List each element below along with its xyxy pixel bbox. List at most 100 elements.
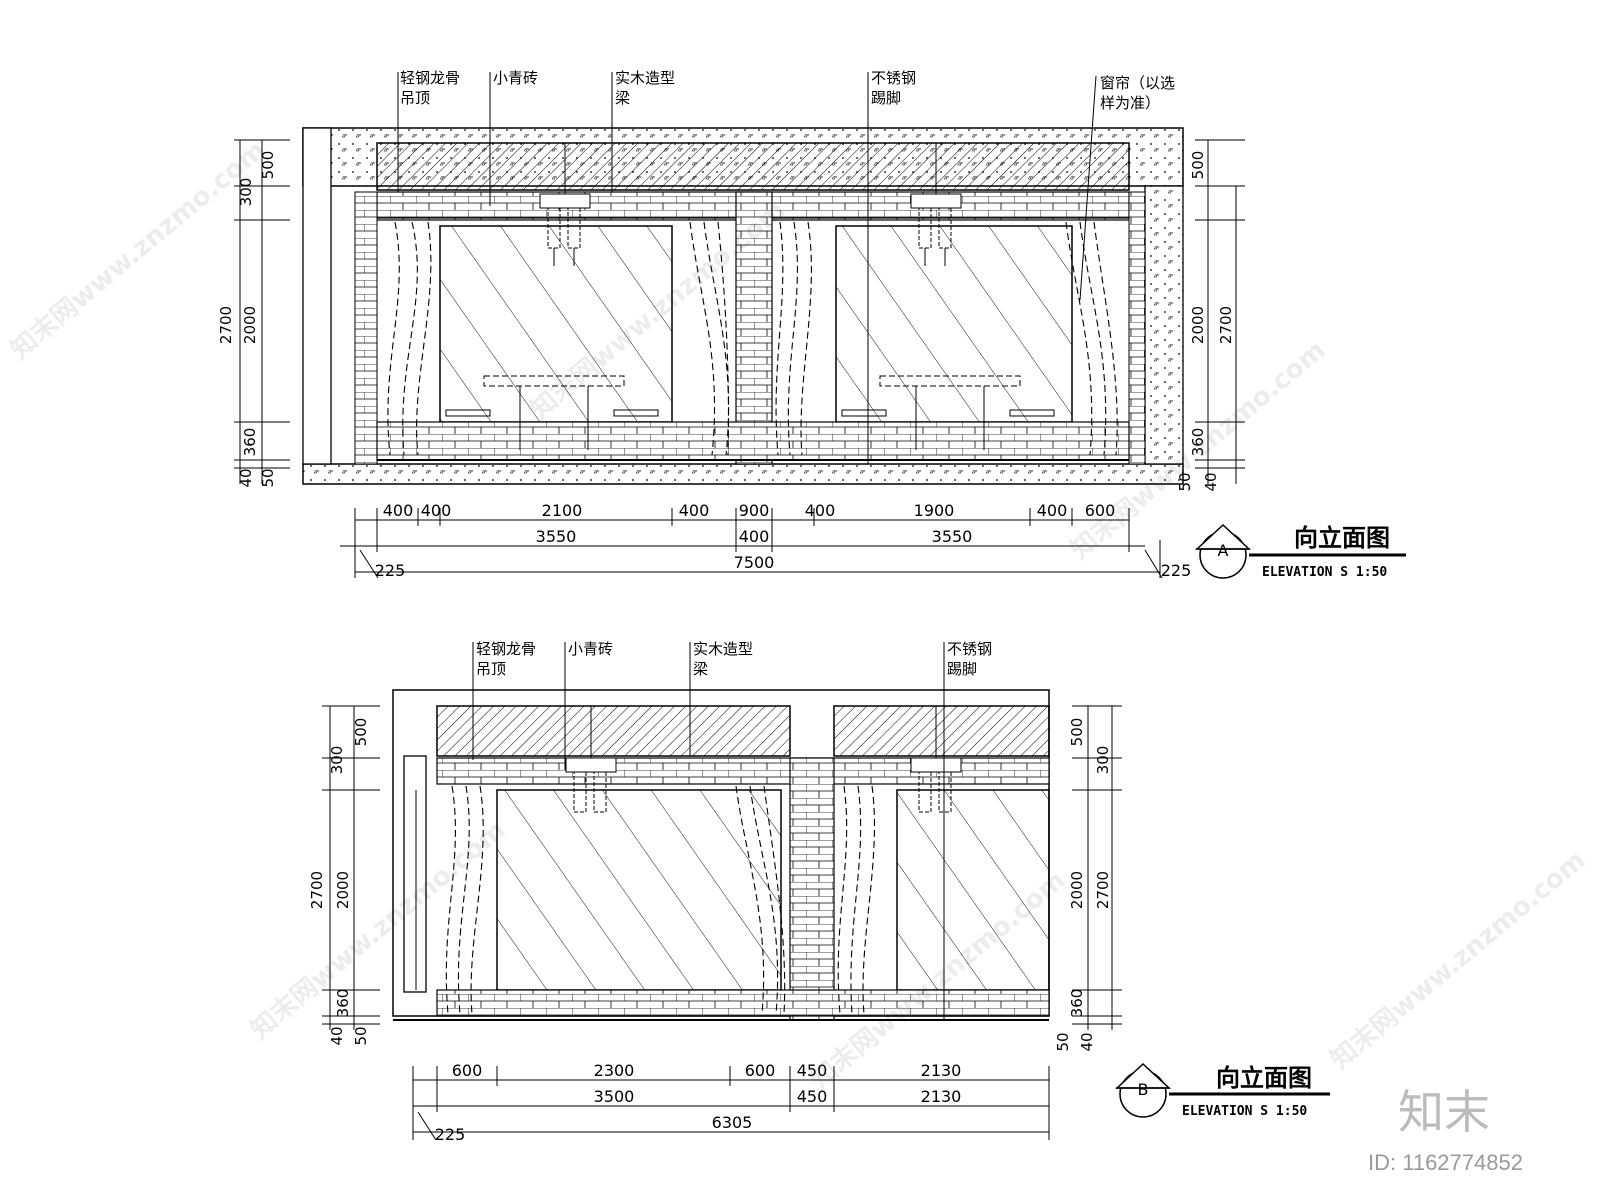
pendant-lamp-b-left	[565, 706, 617, 813]
curtain-group-a	[387, 221, 1118, 456]
callout-a-skirting-l1: 不锈钢	[871, 69, 916, 87]
dim-a-b1-4: 900	[739, 501, 770, 520]
callout-a-curtain-l1: 窗帘（以选	[1100, 74, 1175, 92]
elevation-a-symbol: A	[1195, 523, 1406, 579]
dim-b-left-360: 360	[334, 989, 352, 1018]
dim-a-b1-8: 600	[1085, 501, 1116, 520]
dim-a-b3-0: 225	[375, 561, 406, 580]
callout-b-ceiling-l2: 吊顶	[476, 660, 506, 678]
curtain-group-b	[445, 785, 876, 1015]
timber-beam	[376, 142, 1130, 191]
timber-beam-b-right	[833, 705, 1050, 757]
brick-pier-center	[735, 191, 773, 465]
dim-a-left-50: 50	[259, 468, 277, 487]
dim-b-left-300: 300	[328, 746, 346, 775]
elevation-b: 轻钢龙骨 吊顶 小青砖 实木造型 梁 不锈钢 踢脚 500 300 2700 2…	[308, 640, 1330, 1144]
dim-b-left-2700: 2700	[308, 871, 326, 909]
pendant-lamp-b-right	[910, 706, 962, 813]
dimension-lines-right-a	[1195, 139, 1245, 484]
brick-pier-b	[789, 757, 835, 1021]
dim-b-b1-0: 600	[452, 1061, 483, 1080]
dim-a-right-50: 50	[1176, 472, 1194, 491]
dim-b-b3-1: 6305	[712, 1113, 753, 1132]
dim-a-b1-0: 400	[383, 501, 414, 520]
image-id-label: ID: 1162774852	[1368, 1150, 1523, 1175]
dim-b-right-40: 40	[1078, 1032, 1096, 1051]
dim-a-b3-1: 7500	[734, 553, 775, 572]
dim-a-right-2700: 2700	[1217, 306, 1235, 344]
dim-a-left-300: 300	[237, 178, 255, 207]
dim-a-b3-2: 225	[1161, 561, 1192, 580]
callout-a-curtain-l2: 样为准）	[1100, 94, 1160, 112]
dim-b-b2-2: 2130	[921, 1087, 962, 1106]
dim-b-right-300: 300	[1094, 746, 1112, 775]
window-glass-b-left	[496, 789, 782, 991]
callout-a-brick: 小青砖	[493, 69, 538, 87]
right-column	[1144, 185, 1184, 465]
dim-b-b1-4: 2130	[921, 1061, 962, 1080]
pendant-lamp-left	[539, 143, 591, 266]
elevation-a: 轻钢龙骨 吊顶 小青砖 实木造型 梁 不锈钢 踢脚 窗帘（以选 样为准） 500…	[217, 69, 1406, 580]
dim-b-right-2000: 2000	[1068, 871, 1086, 909]
dim-b-left-2000: 2000	[334, 871, 352, 909]
brand-logo-text: 知末	[1398, 1085, 1490, 1139]
dim-a-left-40: 40	[237, 468, 255, 487]
dim-a-right-360: 360	[1189, 428, 1207, 457]
dimension-lines-bottom-a	[340, 508, 1163, 579]
brick-band-bottom	[376, 421, 1130, 461]
elevation-a-subtitle: ELEVATION S 1:50	[1262, 565, 1387, 580]
elevation-b-subtitle: ELEVATION S 1:50	[1182, 1104, 1307, 1119]
dim-b-left-50: 50	[352, 1026, 370, 1045]
callout-b-skirting-l1: 不锈钢	[947, 640, 992, 658]
dining-table-right	[841, 375, 1055, 450]
elevation-b-letter: B	[1138, 1080, 1149, 1099]
callout-b-ceiling-l1: 轻钢龙骨	[476, 640, 536, 658]
elevation-b-symbol: B	[1115, 1062, 1330, 1118]
elevation-b-title: 向立面图	[1216, 1064, 1312, 1092]
dimension-lines-left-a	[234, 139, 290, 484]
callout-a-beam-l1: 实木造型	[615, 69, 675, 87]
callout-leaders-a	[397, 72, 1097, 464]
dim-b-b1-2: 600	[745, 1061, 776, 1080]
callout-a-skirting-l2: 踢脚	[871, 89, 901, 107]
elevation-a-letter: A	[1218, 541, 1229, 560]
dim-a-right-500: 500	[1189, 151, 1207, 180]
dining-table-left	[445, 375, 659, 450]
dim-a-right-2000: 2000	[1189, 306, 1207, 344]
callout-b-skirting-l2: 踢脚	[947, 660, 977, 678]
dim-b-left-40: 40	[328, 1026, 346, 1045]
dim-b-b1-1: 2300	[594, 1061, 635, 1080]
brick-wall-left	[354, 191, 378, 465]
pendant-lamp-right	[910, 143, 962, 266]
elevation-a-title: 向立面图	[1294, 524, 1390, 552]
dim-a-left-360: 360	[241, 428, 259, 457]
dim-a-b1-7: 400	[1037, 501, 1068, 520]
window-glass-left	[439, 225, 673, 423]
brick-band-bottom-b	[436, 989, 1050, 1017]
dim-b-right-360: 360	[1068, 989, 1086, 1018]
dim-a-b1-3: 400	[679, 501, 710, 520]
dim-a-left-500: 500	[259, 151, 277, 180]
floor-slab	[302, 463, 1184, 485]
dim-a-b1-2: 2100	[542, 501, 583, 520]
callout-leaders-b	[472, 642, 945, 1020]
dimension-lines-left-b	[322, 705, 380, 1030]
callout-a-ceiling-l2: 吊顶	[400, 89, 430, 107]
dim-b-right-2700: 2700	[1094, 871, 1112, 909]
brick-wall-right	[1128, 191, 1146, 465]
dim-a-left-2700: 2700	[217, 306, 235, 344]
dim-b-b2-0: 3500	[594, 1087, 635, 1106]
dim-a-right-40: 40	[1202, 472, 1220, 491]
timber-beam-b-left	[436, 705, 791, 757]
callout-a-beam-l2: 梁	[615, 89, 630, 107]
callout-b-beam-l1: 实木造型	[693, 640, 753, 658]
dim-a-b2-2: 3550	[932, 527, 973, 546]
dim-a-b1-6: 1900	[914, 501, 955, 520]
callout-b-beam-l2: 梁	[693, 660, 708, 678]
left-column	[302, 127, 332, 465]
dim-a-b1-5: 400	[805, 501, 836, 520]
dim-a-left-2000: 2000	[241, 306, 259, 344]
dim-b-b3-0: 225	[435, 1125, 466, 1144]
dimension-lines-right-b	[1072, 705, 1122, 1030]
